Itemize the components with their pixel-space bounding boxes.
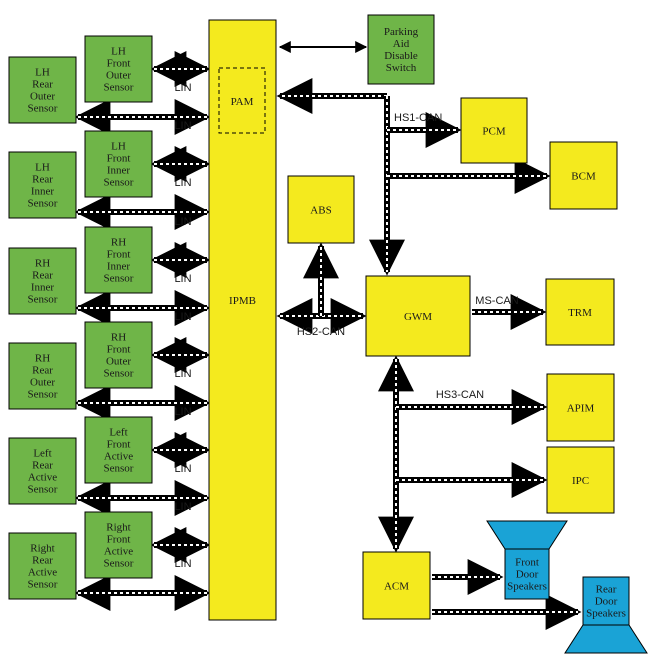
gwm-module-label: GWM [404, 311, 432, 323]
hs2-label: HS2-CAN [297, 326, 345, 338]
connections [74, 41, 582, 630]
pam-module: PAM [218, 67, 266, 134]
abs-module: ABS [287, 175, 355, 244]
lin-label-top-1: LIN [174, 120, 191, 132]
acm-module-label: ACM [384, 580, 409, 592]
trm-module-label: TRM [568, 307, 592, 319]
bus-labels: LIN LIN LIN LIN LIN LIN LIN LIN LIN LIN LIN HS1-CAN… [174, 82, 518, 570]
abs-module-label: ABS [310, 204, 331, 216]
acm-module: ACM [362, 551, 431, 620]
gwm-module: GWM [365, 275, 471, 357]
lin-label-top-3: LIN [174, 311, 191, 323]
hs3-label: HS3-CAN [436, 389, 484, 401]
lin-label-top-4: LIN [174, 406, 191, 418]
apim-module: APIM [546, 373, 615, 442]
bcm-module: BCM [549, 141, 618, 210]
ipmb-module-label: IPMB [229, 295, 256, 307]
lin-label-top-2: LIN [174, 216, 191, 228]
apim-module-label: APIM [567, 402, 595, 414]
lin-label-front-4: LIN [174, 463, 191, 475]
pcm-module-label: PCM [482, 125, 505, 137]
ipc-module: IPC [546, 446, 615, 514]
lin-label-top-5: LIN [174, 501, 191, 513]
lin-label-front-1: LIN [174, 177, 191, 189]
ms-label: MS-CAN [475, 295, 518, 307]
lin-label-front-2: LIN [174, 273, 191, 285]
lin-label-front-0: LIN [174, 82, 191, 94]
bcm-module-label: BCM [571, 170, 596, 182]
lin-label-front-5: LIN [174, 558, 191, 570]
pcm-module: PCM [460, 97, 528, 164]
hs1-label: HS1-CAN [394, 112, 442, 124]
ipc-module-label: IPC [572, 475, 589, 487]
pam-module-label: PAM [231, 96, 254, 108]
trm-module: TRM [545, 278, 615, 346]
lin-label-front-3: LIN [174, 368, 191, 380]
